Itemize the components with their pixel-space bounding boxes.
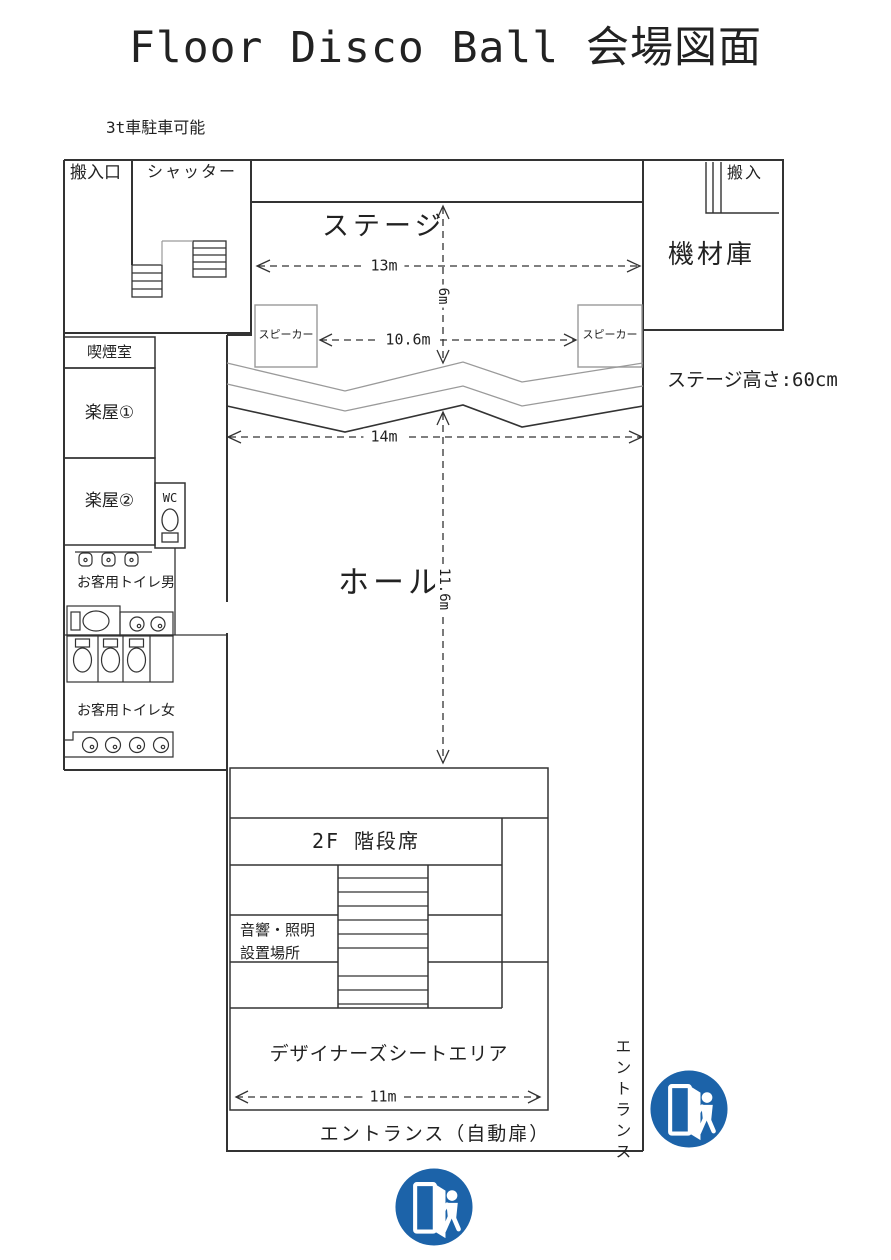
speaker-boxes [254, 304, 643, 368]
entrance-side-label: エントランス [612, 1038, 632, 1164]
stage-edge-zigzag [226, 361, 644, 433]
seating-block [229, 767, 549, 1111]
second-floor-seating-label: 2F 階段席 [311, 829, 421, 853]
designers-seat-area-label: デザイナーズシートエリア [269, 1043, 509, 1065]
room-carry-in: 搬入 [727, 163, 764, 182]
womens-counter [63, 731, 174, 758]
mens-counter [66, 605, 174, 637]
speaker-left-label: スピーカー [258, 328, 314, 341]
room-dressing-1: 楽屋① [84, 403, 135, 423]
outer-walls [63, 159, 784, 1152]
room-hall: ホール [338, 565, 443, 601]
page-title: Floor Disco Ball 会場図面 [128, 23, 763, 73]
stairs-landing [161, 240, 193, 265]
room-dressing-2: 楽屋② [84, 491, 135, 511]
dimension-13m: 13m [363, 257, 405, 275]
dimension-arrowheads [226, 204, 644, 1104]
av-setup-label-line1: 音響・照明 [240, 921, 316, 939]
room-smoking: 喫煙室 [86, 343, 132, 361]
dimension-11-6m: 11.6m [434, 564, 454, 614]
room-wc: WC [162, 491, 178, 505]
exit-icon [395, 1168, 473, 1246]
stairs-icon [131, 240, 227, 298]
wc-toilet-icon [161, 508, 179, 543]
av-setup-label-line2: 設置場所 [240, 944, 301, 962]
stage-height-note: ステージ高さ:60cm [667, 369, 838, 391]
speaker-right-label: スピーカー [582, 328, 638, 341]
room-toilet-women: お客用トイレ女 [77, 703, 175, 719]
room-equipment-storage: 機材庫 [668, 240, 756, 270]
urinal-icons [78, 552, 139, 567]
room-loading-entrance: 搬入口 [70, 163, 121, 183]
back-rooms [63, 336, 186, 549]
parking-note: 3t車駐車可能 [106, 118, 206, 137]
room-shutter: シャッター [147, 162, 238, 181]
dimension-14m: 14m [363, 428, 405, 446]
toilet-walls [64, 548, 227, 636]
exit-icon [650, 1070, 728, 1148]
dimension-10-6m: 10.6m [378, 331, 438, 349]
dimension-11m: 11m [362, 1088, 404, 1106]
room-toilet-men: お客用トイレ男 [77, 575, 175, 591]
dimension-6m: 6m [433, 284, 453, 308]
room-stage: ステージ [322, 211, 446, 242]
entrance-auto-door-label: エントランス（自動扉） [319, 1123, 551, 1145]
carry-in-door [705, 162, 779, 214]
stair-seating-rungs [338, 877, 428, 1005]
toilet-stalls [66, 634, 174, 683]
